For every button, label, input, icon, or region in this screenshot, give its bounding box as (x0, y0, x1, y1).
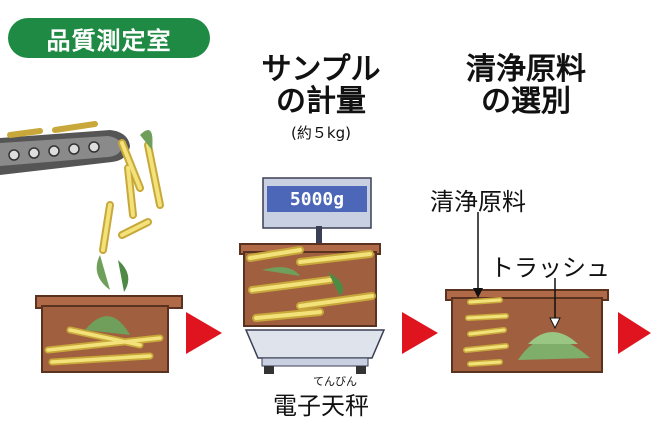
conveyor-icon (0, 121, 130, 175)
section-badge: 品質測定室 (8, 18, 210, 58)
weight-note: (約５kg) (291, 124, 351, 142)
sample-title-line2: の計量 (276, 84, 366, 119)
scale-icon (239, 177, 386, 374)
trash-label: トラッシュ (490, 254, 610, 282)
falling-cane-icon (96, 130, 164, 292)
scale-label: 電子天秤 (273, 392, 369, 420)
arrow-right-icon (402, 312, 438, 354)
arrow-right-icon (618, 312, 651, 354)
sugarcane-bin-icon (35, 295, 183, 373)
scale-display: 5000g (290, 189, 344, 210)
select-title-line1: 清浄原料 (466, 52, 586, 87)
clean-material-label: 清浄原料 (430, 188, 526, 216)
scale-ruby: てんびん (313, 375, 357, 388)
sorting-bin-icon (445, 212, 609, 373)
arrow-right-icon (186, 312, 222, 354)
select-title-line2: の選別 (481, 84, 571, 119)
sample-title-line1: サンプル (261, 52, 381, 87)
